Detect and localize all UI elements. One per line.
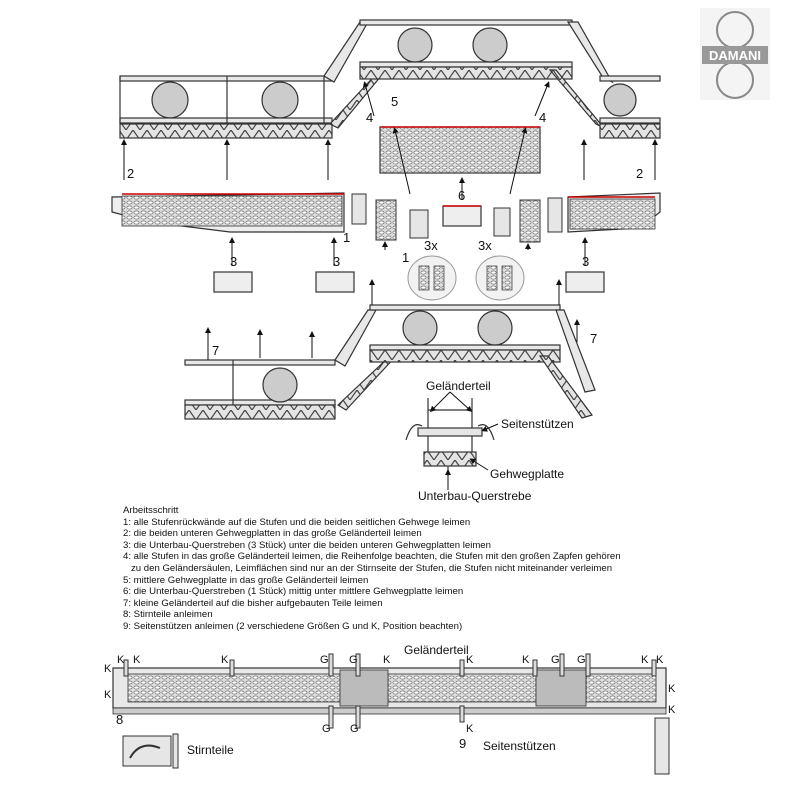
svg-text:K: K [104, 689, 112, 701]
right-walkway-plate [567, 192, 661, 233]
svg-text:K: K [466, 723, 474, 735]
label-3x-right: 3x [478, 238, 492, 253]
label-seitenstuetzen: Seitenstützen [501, 417, 574, 431]
detail-circle-left [407, 255, 457, 301]
svg-text:K: K [522, 654, 530, 666]
step-3: 3: die Unterbau-Querstreben (3 Stück) un… [123, 539, 491, 551]
step-1: 1: alle Stufenrückwände auf die Stufen u… [123, 516, 471, 528]
cross-struts-lower [213, 271, 605, 293]
step-7: 7: kleine Geländerteil auf die bisher au… [123, 597, 383, 609]
assembly-arrows-top [121, 81, 658, 200]
svg-text:K: K [133, 654, 141, 666]
svg-text:K: K [117, 654, 125, 666]
svg-text:K: K [383, 654, 391, 666]
detail-circle-right [475, 255, 525, 301]
label-stirnteile: Stirnteile [187, 743, 234, 757]
step-5: 5: mittlere Gehwegplatte in das große Ge… [123, 574, 369, 586]
cross-section-detail [405, 398, 495, 476]
label-step-7-right: 7 [590, 331, 597, 346]
label-step-8: 8 [116, 712, 123, 727]
label-step-9: 9 [459, 736, 466, 751]
label-step-7-left: 7 [212, 343, 219, 358]
step-6: 6: die Unterbau-Querstreben (1 Stück) mi… [123, 586, 464, 598]
svg-text:DAMANI: DAMANI [709, 48, 761, 63]
label-3x-left: 3x [424, 238, 438, 253]
svg-text:K: K [668, 683, 676, 695]
label-gelaenderteil: Geländerteil [426, 379, 491, 393]
svg-text:K: K [466, 654, 474, 666]
svg-text:G: G [551, 654, 560, 666]
label-bottom-gelaenderteil: Geländerteil [404, 643, 469, 657]
small-railing-part [184, 304, 596, 420]
assembly-steps: Arbeitsschritt 1: alle Stufenrückwände a… [123, 505, 683, 633]
svg-text:G: G [322, 723, 331, 735]
label-step-3-b: 3 [333, 254, 340, 269]
svg-text:G: G [577, 654, 586, 666]
step-arrows [382, 127, 531, 250]
svg-text:K: K [104, 663, 112, 675]
size-markers: K K K K K G G K K K G G K K K K G G K [104, 654, 676, 735]
svg-text:K: K [668, 704, 676, 716]
label-step-3-a: 3 [230, 254, 237, 269]
steps-title: Arbeitsschritt [123, 505, 179, 516]
small-railing-arrows [205, 279, 580, 360]
svg-text:G: G [349, 654, 358, 666]
left-walkway-plate [111, 192, 345, 233]
label-step-6: 6 [458, 188, 465, 203]
label-bottom-seitenstuetzen: Seitenstützen [483, 739, 556, 753]
svg-text:K: K [656, 654, 664, 666]
step-2: 2: die beiden unteren Gehwegplatten in d… [123, 528, 422, 540]
label-step-2-right: 2 [636, 166, 643, 181]
cross-strut-middle [442, 205, 482, 227]
svg-text:G: G [320, 654, 329, 666]
svg-text:G: G [350, 723, 359, 735]
middle-walkway-plate [379, 126, 541, 174]
cross-section-arrows [429, 391, 499, 490]
step-4: 4: alle Stufen in das große Geländerteil… [123, 551, 621, 563]
svg-text:K: K [641, 654, 649, 666]
step-9: 9: Seitenstützen anleimen (2 verschieden… [123, 620, 463, 632]
label-step-4-left: 4 [366, 110, 373, 125]
step-8: 8: Stirnteile anleimen [123, 609, 213, 621]
label-unterbau-querstrebe: Unterbau-Querstrebe [418, 489, 532, 503]
label-step-2-left: 2 [127, 166, 134, 181]
label-step-3-c: 3 [582, 254, 589, 269]
step-4-continued: zu den Geländersäulen, Leimflächen sind … [131, 562, 613, 574]
big-railing-part [119, 19, 661, 139]
damani-logo: DAMANI [700, 8, 770, 100]
label-step-1-right: 1 [402, 250, 409, 265]
svg-text:K: K [221, 654, 229, 666]
end-pieces [122, 717, 670, 775]
label-gehwegplatte: Gehwegplatte [490, 467, 564, 481]
label-step-1-left: 1 [343, 230, 350, 245]
side-supports [123, 653, 657, 729]
cross-strut-arrows [229, 237, 588, 266]
assembled-bridge-top-view [112, 667, 667, 715]
stair-steps [351, 193, 563, 243]
label-step-5: 5 [391, 94, 398, 109]
label-step-4-right: 4 [539, 110, 546, 125]
